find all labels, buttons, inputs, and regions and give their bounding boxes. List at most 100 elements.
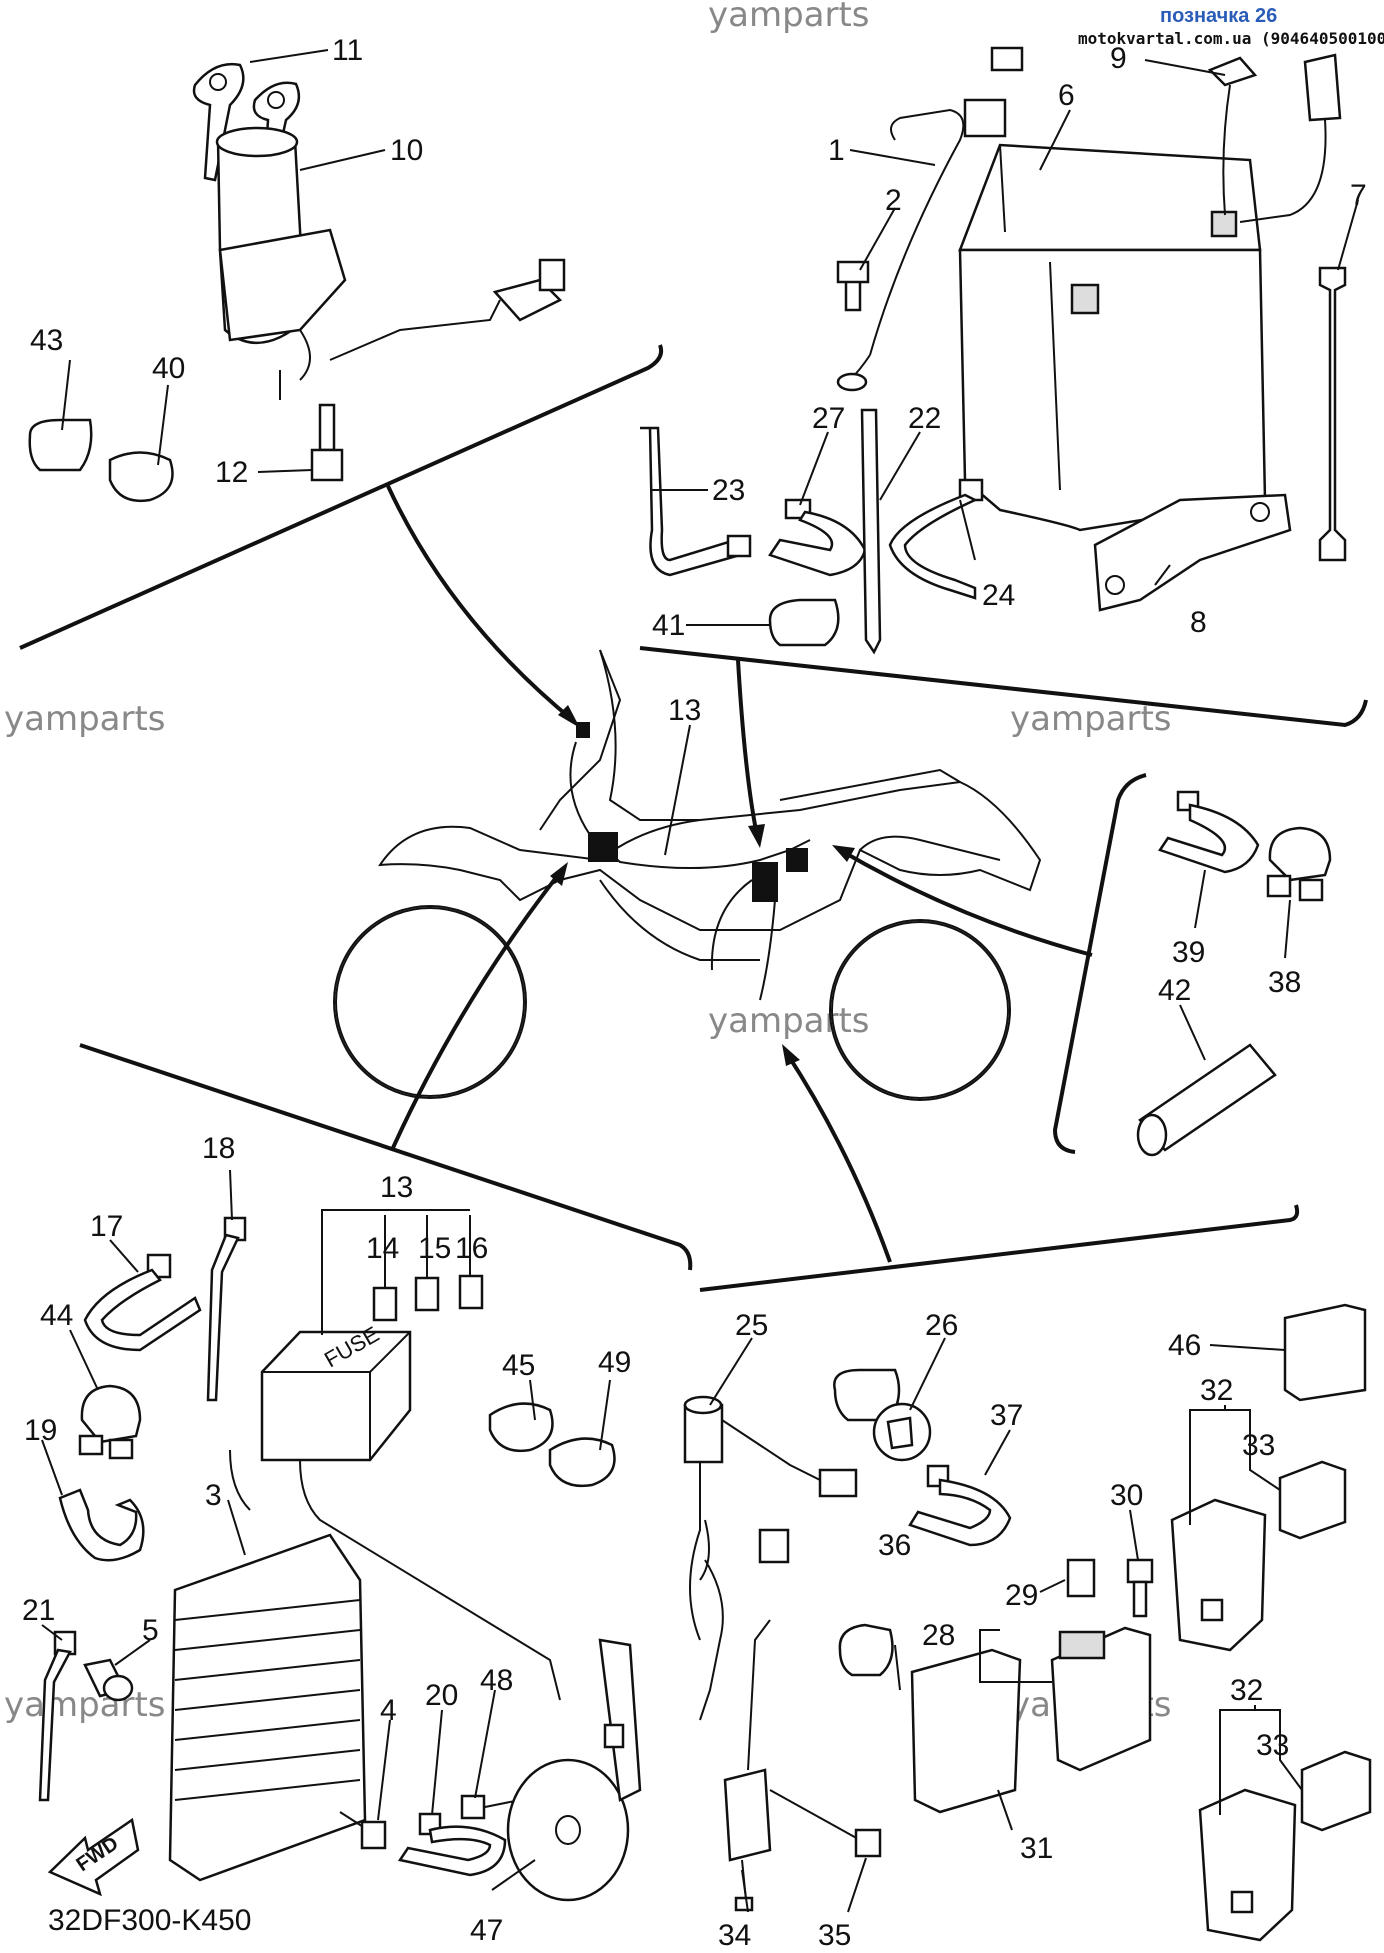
- callout-37: 37: [990, 1399, 1023, 1432]
- callout-8: 8: [1190, 606, 1207, 639]
- callout-19: 19: [24, 1414, 57, 1447]
- part-key: [192, 62, 301, 182]
- callout-2: 2: [885, 184, 902, 217]
- watermark-right: yamparts: [1010, 699, 1172, 739]
- part-cable-tie-37: [908, 1464, 1012, 1547]
- callout-49: 49: [598, 1346, 631, 1379]
- motorcycle-outline: [333, 649, 1042, 1101]
- part-grommet-26: [833, 1368, 932, 1462]
- watermark-bottom-left: yamparts: [4, 1685, 166, 1725]
- part-fuse-29: [1066, 1558, 1096, 1598]
- harness-box-relay: [786, 848, 808, 872]
- watermark-left: yamparts: [4, 699, 166, 739]
- watermark-top: yamparts: [708, 0, 870, 35]
- callout-20: 20: [425, 1679, 458, 1712]
- part-horn: [506, 1638, 642, 1902]
- callout-16: 16: [455, 1232, 488, 1265]
- callout-48: 48: [480, 1664, 513, 1697]
- callout-46: 46: [1168, 1329, 1201, 1362]
- callout-36: 36: [878, 1529, 911, 1562]
- part-cover-33-lower: [1300, 1750, 1372, 1832]
- callout-47: 47: [470, 1914, 503, 1947]
- callout-29: 29: [1005, 1579, 1038, 1612]
- callout-44: 44: [40, 1299, 73, 1332]
- part-cable-tie-39: [1158, 790, 1260, 874]
- callout-35: 35: [818, 1919, 851, 1952]
- part-collar-5: [83, 1658, 134, 1702]
- callout-27: 27: [812, 402, 845, 435]
- callout-23: 23: [712, 474, 745, 507]
- callout-14: 14: [366, 1232, 399, 1265]
- part-fuse-15: [414, 1276, 440, 1312]
- part-fuse-16: [458, 1274, 484, 1310]
- harness-box-battery: [752, 862, 778, 902]
- callout-26: 26: [925, 1309, 958, 1342]
- group-borders: [19, 344, 1368, 1292]
- callout-10: 10: [390, 134, 423, 167]
- group-arrows: [386, 485, 1093, 1263]
- callout-18: 18: [202, 1132, 235, 1165]
- part-cable-tie-18: [206, 1216, 247, 1402]
- callout-25: 25: [735, 1309, 768, 1342]
- part-bolt-4: [339, 1811, 387, 1850]
- part-band-17: [83, 1253, 202, 1352]
- part-bolt-30: [1126, 1558, 1154, 1618]
- callout-1: 1: [828, 134, 845, 167]
- part-cable-tie-27: [768, 498, 867, 577]
- callout-4: 4: [380, 1694, 397, 1727]
- callout-34: 34: [718, 1919, 751, 1952]
- header-subtitle: motokvartal.com.ua (904640500100): [1078, 29, 1384, 48]
- callout-42: 42: [1158, 974, 1191, 1007]
- part-clip-43: [28, 418, 93, 472]
- part-bolt-2: [836, 260, 870, 392]
- watermark-center: yamparts: [708, 1001, 870, 1041]
- callout-7: 7: [1350, 179, 1367, 212]
- callout-38: 38: [1268, 966, 1301, 999]
- callout-13-group: 13: [380, 1171, 413, 1204]
- part-clip-40: [108, 451, 174, 503]
- part-clip-49: [548, 1437, 616, 1488]
- callout-33-upper: 33: [1242, 1429, 1275, 1462]
- part-battery-cable: [849, 46, 1024, 381]
- part-relay-32-upper: [1170, 1498, 1267, 1652]
- part-clamp-41: [768, 598, 840, 647]
- callout-15: 15: [418, 1232, 451, 1265]
- part-clamp-19: [58, 1488, 145, 1562]
- part-protection-tube: [1136, 1043, 1277, 1157]
- callout-43: 43: [30, 324, 63, 357]
- callout-39: 39: [1172, 936, 1205, 969]
- diagram-code: 32DF300-K450: [48, 1904, 251, 1937]
- callout-30: 30: [1110, 1479, 1143, 1512]
- callout-6: 6: [1058, 79, 1075, 112]
- callout-22: 22: [908, 402, 941, 435]
- callout-numbers: 1 2 3 4 5 6 7 8 9 10 11 12 13 13 14 15 1…: [22, 34, 1367, 1952]
- callout-45: 45: [502, 1349, 535, 1382]
- callout-3: 3: [205, 1479, 222, 1512]
- part-unit-46: [1283, 1303, 1367, 1402]
- callout-21: 21: [22, 1594, 55, 1627]
- part-battery-bracket: [1093, 493, 1292, 612]
- part-sidestand-switch: [723, 1528, 790, 1912]
- callout-32-lower: 32: [1230, 1674, 1263, 1707]
- callout-9: 9: [1110, 42, 1127, 75]
- part-cable-tie-22: [860, 408, 882, 655]
- callout-17: 17: [90, 1210, 123, 1243]
- part-screw-35: [769, 1789, 882, 1858]
- header-title: позначка 26: [1160, 5, 1277, 27]
- callout-11: 11: [332, 34, 363, 67]
- callout-13: 13: [668, 694, 701, 727]
- callout-24: 24: [982, 579, 1015, 612]
- part-battery: [958, 143, 1267, 532]
- part-unit-31: [910, 1648, 1022, 1814]
- part-starter-relay: [1050, 1626, 1152, 1772]
- part-rectifier-regulator: [168, 1533, 367, 1882]
- fwd-arrow-icon: FWD: [47, 1817, 140, 1897]
- leader-lines: [41, 49, 1359, 1913]
- part-speed-sensor: [683, 1395, 858, 1721]
- part-ignition-switch: [215, 126, 566, 400]
- callout-31: 31: [1020, 1832, 1053, 1865]
- part-clip-45: [488, 1402, 554, 1453]
- part-positive-cable: [1207, 53, 1342, 223]
- callout-12: 12: [215, 456, 248, 489]
- callout-32-upper: 32: [1200, 1374, 1233, 1407]
